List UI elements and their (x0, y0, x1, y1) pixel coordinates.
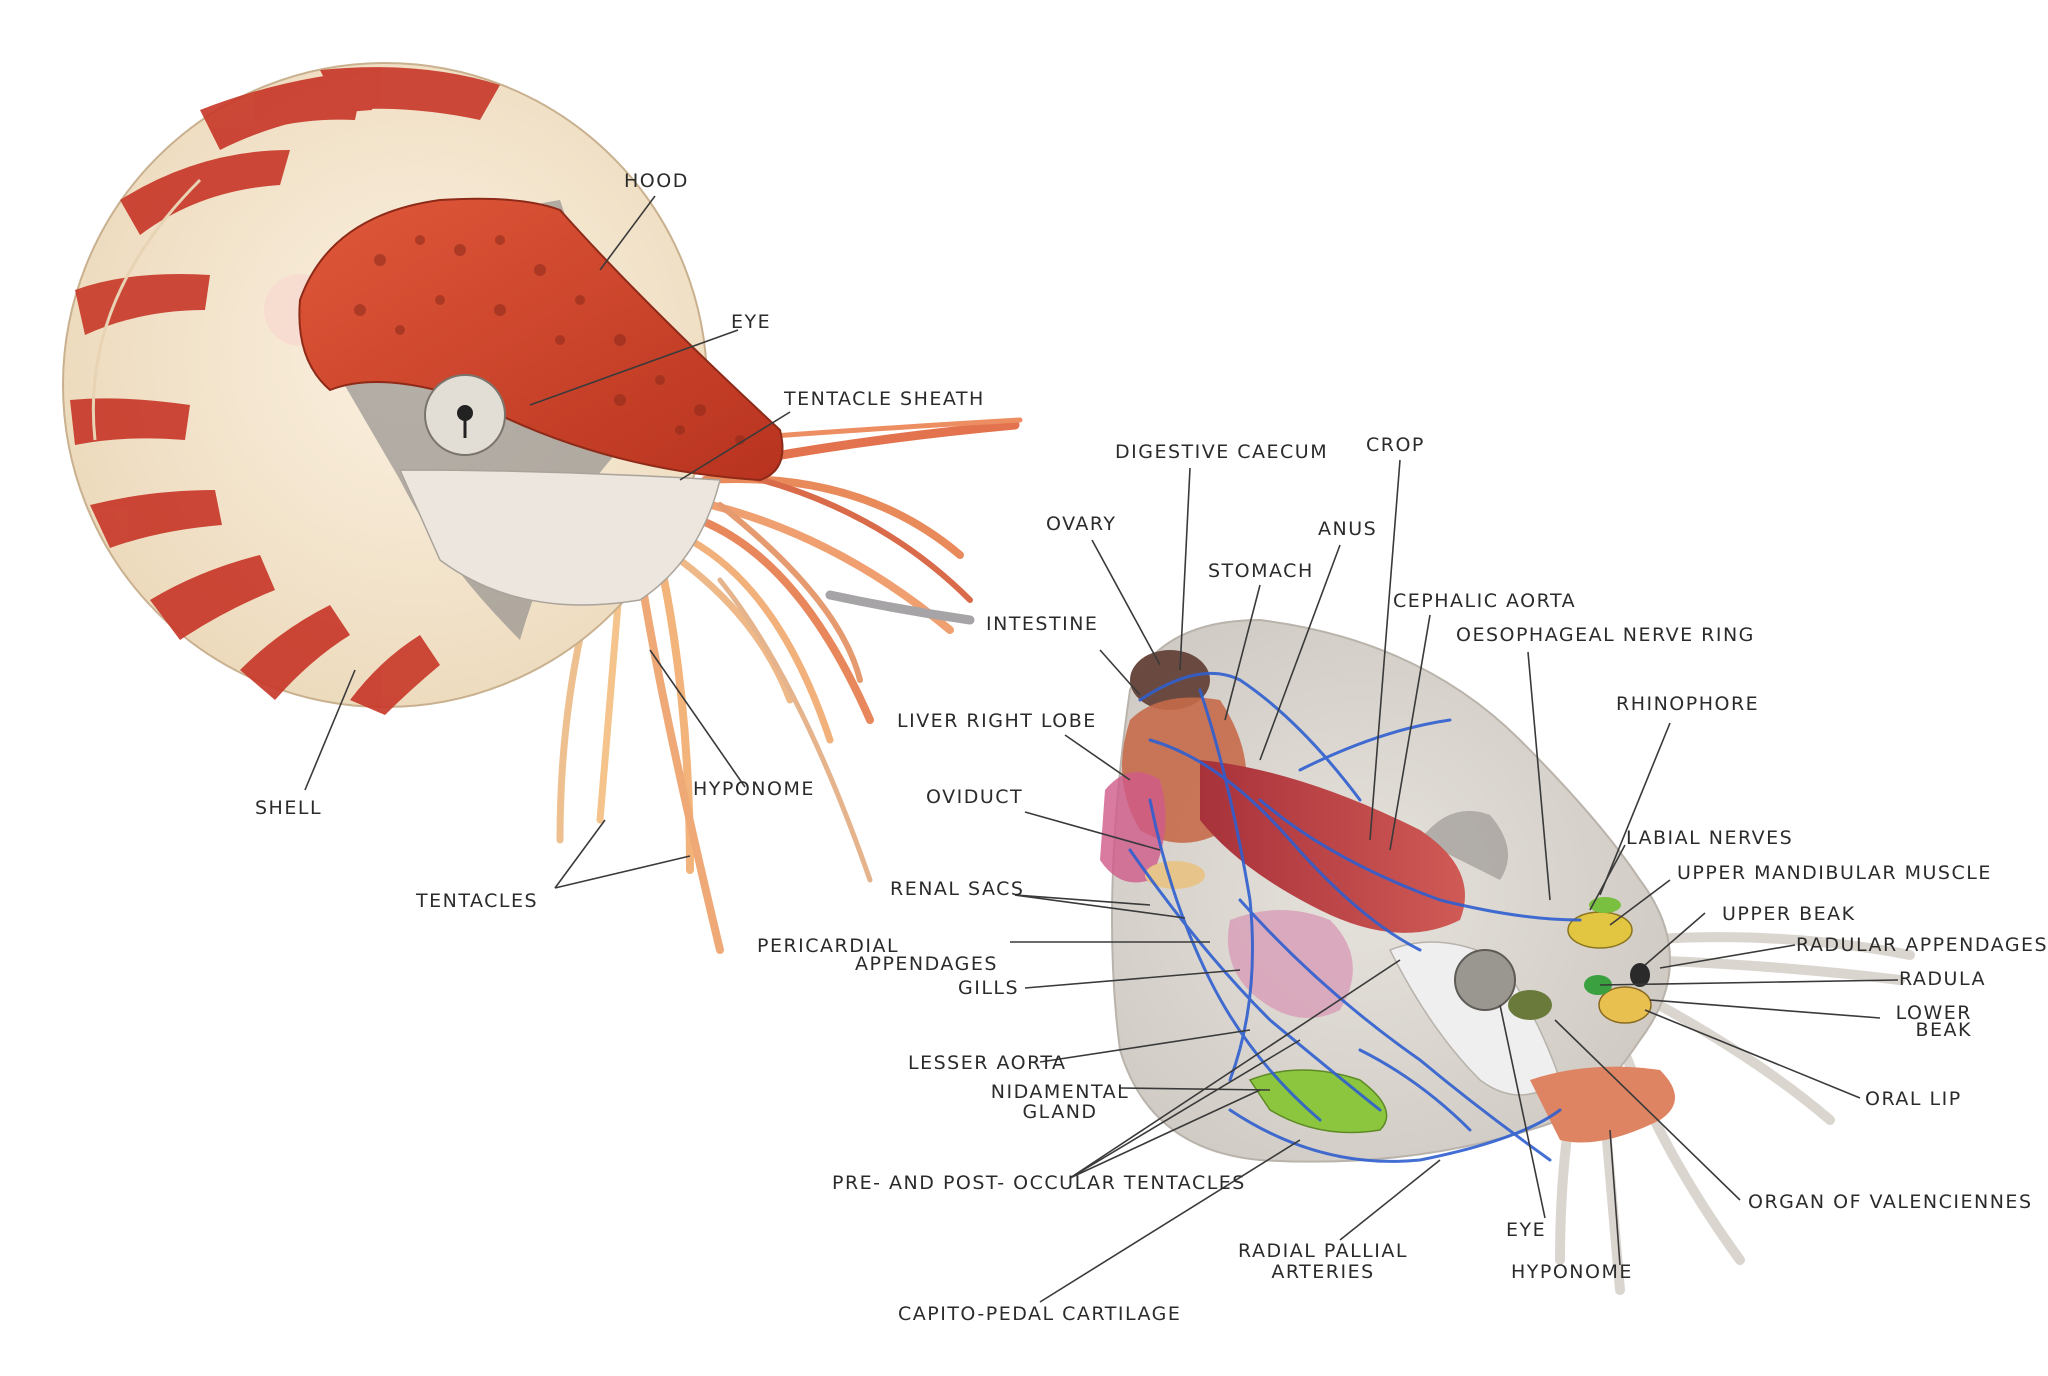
label-crop: CROP (1366, 434, 1425, 456)
label-tentacles: TENTACLES (416, 890, 539, 912)
label-oviduct: OVIDUCT (926, 786, 1024, 808)
tentacle-sheath-drawing (398, 469, 721, 606)
label-organ-of-valenciennes: ORGAN OF VALENCIENNES (1748, 1191, 2033, 1213)
label-pericardial: PERICARDIAL (757, 935, 900, 957)
label-stomach: STOMACH (1208, 560, 1314, 582)
label-gland: GLAND (1022, 1101, 1098, 1123)
label-ovary: OVARY (1046, 513, 1117, 535)
lower-beak-drawing (1598, 986, 1652, 1024)
label-digestive-caecum: DIGESTIVE CAECUM (1115, 441, 1329, 463)
label-radial-pallial: RADIAL PALLIAL (1238, 1240, 1408, 1262)
label-arteries: ARTERIES (1271, 1261, 1375, 1283)
label-gills: GILLS (958, 977, 1020, 999)
crop-drawing (1200, 760, 1465, 933)
eye-internal-drawing (1454, 949, 1516, 1011)
label-beak: BEAK (1915, 1019, 1972, 1041)
mandibular-muscle-drawing (1567, 911, 1633, 949)
upper-beak-drawing (1630, 963, 1650, 987)
label-anus: ANUS (1318, 518, 1378, 540)
leader-lines (304, 195, 1899, 1303)
label-hyponome-internal: HYPONOME (1511, 1261, 1633, 1283)
nautilus-exterior (62, 62, 1023, 954)
label-hood: HOOD (624, 170, 689, 192)
label-liver-right-lobe: LIVER RIGHT LOBE (897, 710, 1097, 732)
valenciennes-drawing (1508, 990, 1552, 1020)
label-eye: EYE (731, 311, 772, 333)
rhinophore-drawing (1589, 897, 1621, 913)
hood-texture (354, 235, 745, 445)
label-upper-mandibular-muscle: UPPER MANDIBULAR MUSCLE (1677, 862, 1992, 884)
hood-drawing (298, 197, 784, 482)
label-eye-internal: EYE (1506, 1219, 1547, 1241)
label-shell: SHELL (255, 797, 323, 819)
label-hyponome: HYPONOME (693, 778, 815, 800)
hyponome-drawing (1530, 1066, 1675, 1143)
label-tentacle-sheath: TENTACLE SHEATH (784, 388, 985, 410)
label-oesophageal-nerve-ring: OESOPHAGEAL NERVE RING (1456, 624, 1755, 646)
label-renal-sacs: RENAL SACS (890, 878, 1025, 900)
label-nidamental: NIDAMENTAL (990, 1081, 1130, 1103)
label-pre-post-occular-tentacles: PRE- AND POST- OCCULAR TENTACLES (832, 1172, 1246, 1194)
label-lesser-aorta: LESSER AORTA (908, 1052, 1067, 1074)
radula-drawing (1584, 975, 1612, 995)
label-upper-beak: UPPER BEAK (1722, 903, 1856, 925)
label-cephalic-aorta: CEPHALIC AORTA (1393, 590, 1577, 612)
label-appendages: APPENDAGES (855, 953, 998, 975)
label-radular-appendages: RADULAR APPENDAGES (1796, 934, 2048, 956)
label-oral-lip: ORAL LIP (1865, 1088, 1962, 1110)
label-intestine: INTESTINE (986, 613, 1099, 635)
label-labial-nerves: LABIAL NERVES (1626, 827, 1794, 849)
gills-drawing (1228, 910, 1353, 1018)
label-rhinophore: RHINOPHORE (1616, 693, 1760, 715)
label-lower: LOWER (1895, 1002, 1972, 1024)
renal-sacs-drawing (1145, 861, 1205, 889)
label-radula: RADULA (1899, 968, 1986, 990)
label-capito-pedal-cartilage: CAPITO-PEDAL CARTILAGE (898, 1303, 1182, 1325)
